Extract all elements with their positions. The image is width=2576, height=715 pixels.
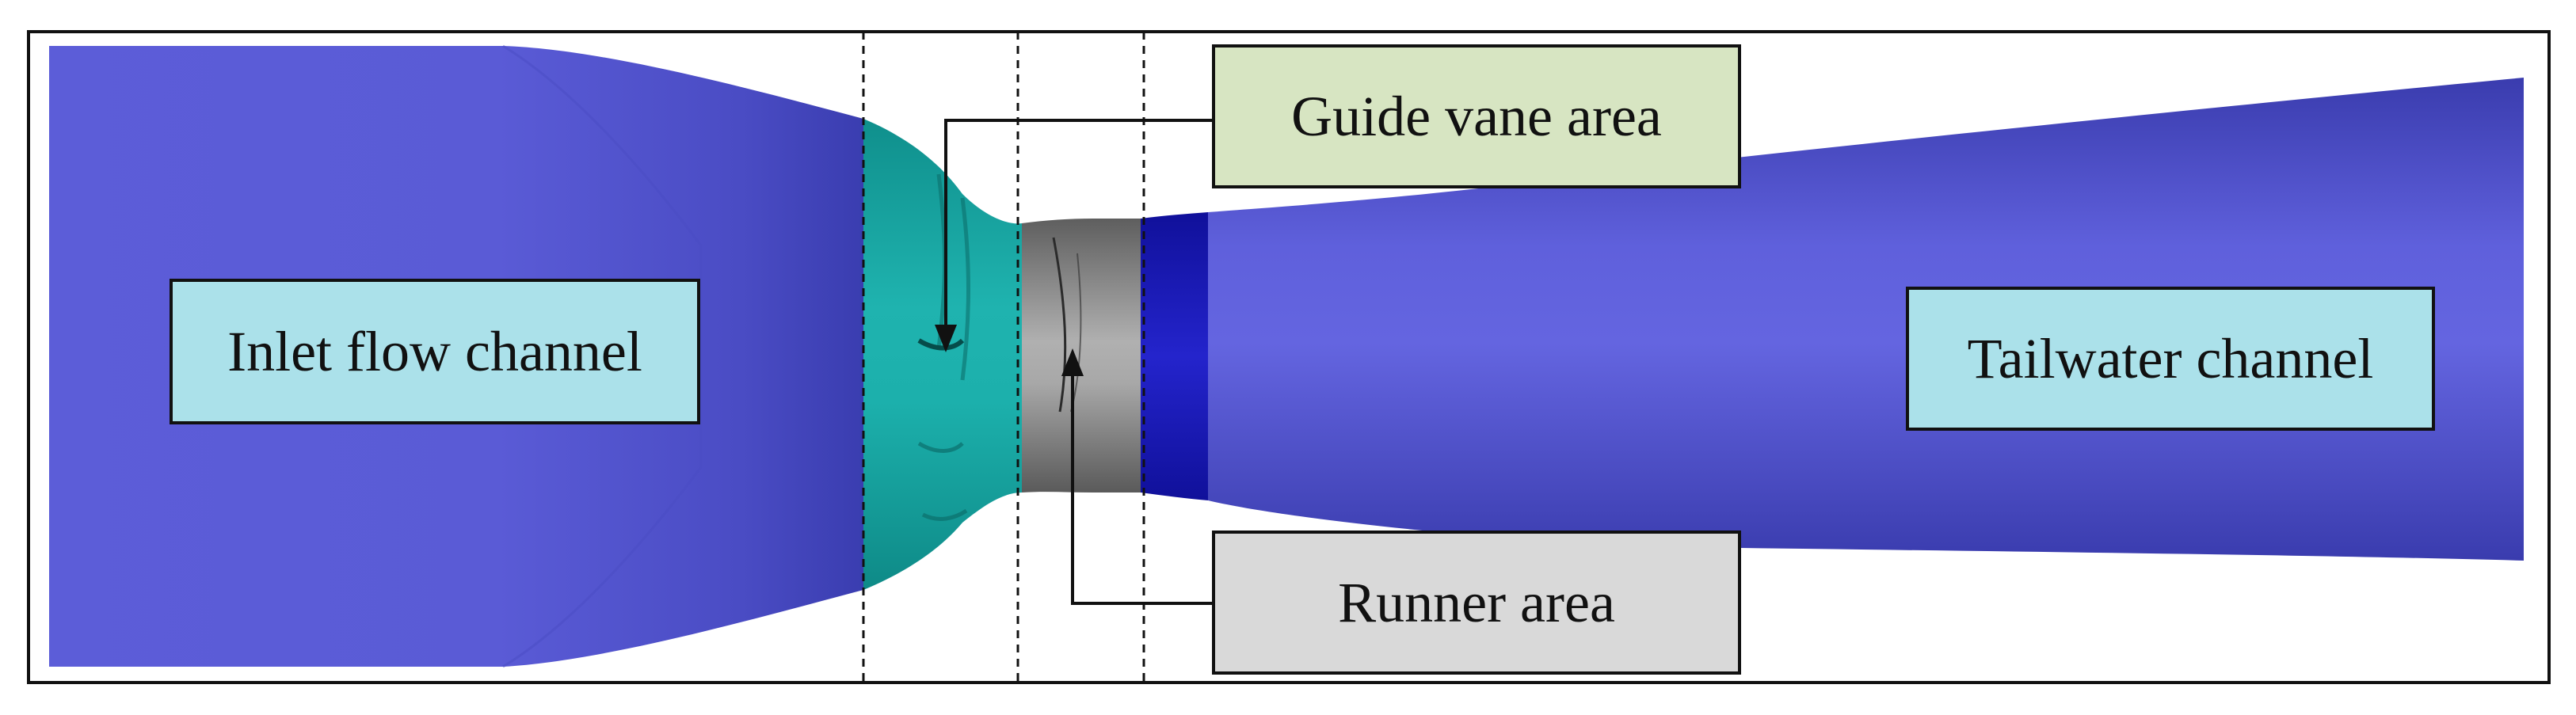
tailwater-channel-shape bbox=[1208, 78, 2524, 561]
runner-region-shape bbox=[1022, 219, 1141, 493]
tailwater-channel-label: Tailwater channel bbox=[1906, 287, 2435, 431]
figure-frame bbox=[27, 30, 2551, 684]
runner-pointer bbox=[1061, 348, 1212, 605]
guide-vane-region-shape bbox=[863, 119, 1022, 590]
inlet-flow-channel-label: Inlet flow channel bbox=[170, 279, 700, 424]
draft-tube-inlet-band bbox=[1141, 212, 1208, 500]
guide-vane-pointer bbox=[935, 119, 1212, 352]
runner-area-label: Runner area bbox=[1212, 531, 1741, 675]
guide-vane-area-label: Guide vane area bbox=[1212, 44, 1741, 188]
